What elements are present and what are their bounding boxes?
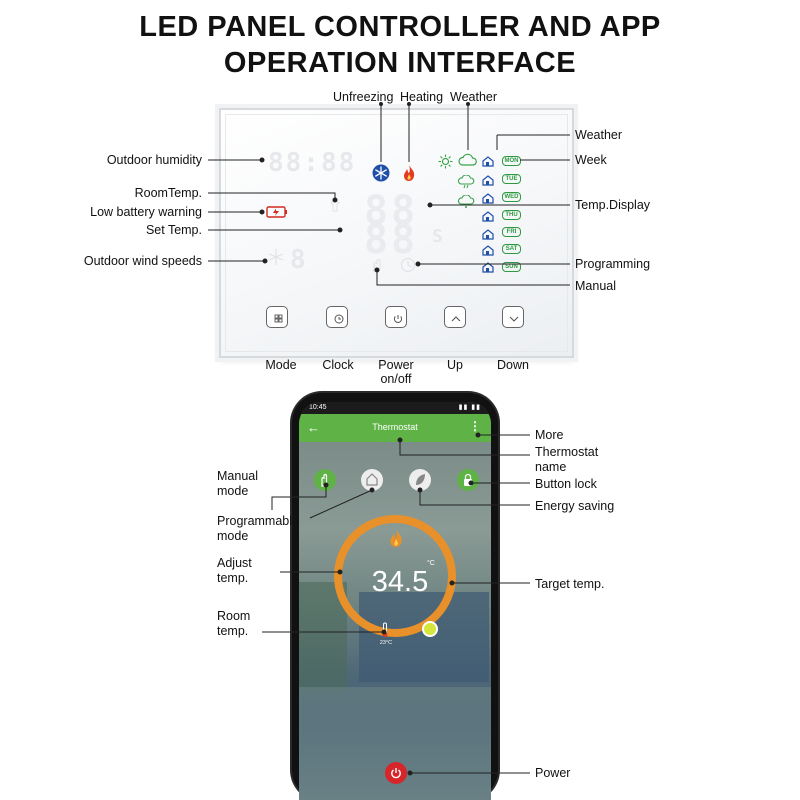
grid-icon (274, 314, 283, 323)
power-icon (393, 315, 403, 323)
programming-clock-icon (400, 257, 416, 273)
weekday-fri: FRI (502, 227, 521, 237)
hand-icon (321, 473, 328, 487)
unit-segment: S (432, 226, 443, 247)
flame-icon (404, 165, 415, 181)
label-room-temp: RoomTemp. (134, 186, 202, 200)
label-outdoor-wind: Outdoor wind speeds (83, 254, 202, 268)
program-house-icon (482, 211, 494, 222)
program-house-icon (482, 245, 494, 256)
weekday-tue: TUE (502, 174, 521, 184)
target-temp-value: 34.5 (371, 566, 429, 598)
program-house-icon (482, 193, 494, 204)
label-set-temp: Set Temp. (145, 223, 202, 237)
label-week: Week (575, 153, 607, 167)
thermometer-icon (382, 622, 388, 637)
weekday-sat: SAT (502, 244, 521, 254)
weekday-wed: WED (502, 192, 521, 202)
label-programming: Programming (575, 257, 651, 271)
label-heating: Heating (400, 90, 444, 104)
more-menu-icon[interactable]: ⋮ (469, 419, 481, 433)
label-adjust-temp: Adjust temp. (217, 556, 252, 585)
status-time: 10:45 (309, 404, 327, 411)
cloud-icon (458, 153, 477, 166)
label-more: More (535, 428, 564, 442)
label-thermostat-name: Thermostat name (535, 445, 599, 474)
label-power-onoff: Power on/off (378, 358, 414, 386)
label-manual-mode: Manual mode (217, 469, 258, 498)
label-button-lock: Button lock (535, 477, 597, 491)
label-mode: Mode (265, 358, 297, 372)
label-target-temp: Target temp. (535, 577, 605, 591)
page-title-line-2: OPERATION INTERFACE (223, 47, 577, 79)
mode-touch-button[interactable] (266, 306, 288, 328)
temperature-dial[interactable] (334, 515, 456, 637)
app-bar: ← Thermostat ⋮ (299, 414, 491, 442)
app-title[interactable]: Thermostat (372, 422, 418, 432)
label-down: Down (497, 358, 529, 372)
humidity-segment-display: 88:88 (268, 148, 357, 178)
manual-mode-button[interactable] (314, 469, 336, 491)
label-weather-right: Weather (575, 128, 623, 142)
program-house-icon (482, 156, 494, 167)
down-touch-button[interactable] (502, 306, 524, 328)
wind-segment-display: 8 (290, 245, 306, 275)
energy-saving-button[interactable] (409, 469, 431, 491)
program-house-icon (482, 229, 494, 240)
label-room-temp-app: Room temp. (217, 609, 251, 638)
clock-icon (334, 314, 344, 324)
manual-hand-icon (373, 258, 381, 273)
button-lock-button[interactable] (457, 469, 479, 491)
weekday-thu: THU (502, 210, 521, 220)
room-temp-segment-display: 88 (364, 188, 419, 234)
clock-touch-button[interactable] (326, 306, 348, 328)
snowflake-icon (372, 164, 390, 182)
wind-icon (268, 249, 284, 265)
app-power-button[interactable] (385, 762, 407, 784)
chevron-down-icon (509, 316, 519, 322)
label-temp-display: Temp.Display (575, 198, 651, 212)
program-house-icon (482, 175, 494, 186)
programmable-mode-button[interactable] (361, 469, 383, 491)
up-touch-button[interactable] (444, 306, 466, 328)
signal-icons: ▮▮ ▮▮ (458, 404, 481, 411)
program-house-icon (482, 262, 494, 273)
snow-cloud-icon (457, 195, 475, 208)
house-icon (366, 473, 378, 486)
room-temp-value: 23°C (379, 640, 393, 646)
label-programmable-mode: Programmable mode (217, 514, 299, 543)
weekday-mon: MON (502, 156, 521, 166)
heating-flame-icon (390, 529, 402, 547)
leaf-icon (416, 474, 425, 485)
label-power: Power (535, 766, 571, 780)
low-battery-icon (266, 206, 287, 218)
back-arrow-icon[interactable]: ← (307, 420, 320, 435)
lock-icon (464, 473, 472, 486)
label-weather-top: Weather (450, 90, 498, 104)
page-title-line-1: LED PANEL CONTROLLER AND APP (139, 11, 661, 43)
set-temp-segment-display: 88 (364, 217, 419, 263)
rain-cloud-icon (457, 175, 475, 189)
status-bar: 10:45 ▮▮ ▮▮ (299, 402, 491, 414)
chevron-up-icon (451, 316, 461, 322)
label-outdoor-humidity: Outdoor humidity (106, 153, 202, 167)
label-up: Up (447, 358, 463, 372)
room-temp-icon (330, 198, 340, 212)
weekday-sun: SUN (502, 262, 521, 272)
label-manual: Manual (575, 279, 616, 293)
temp-unit: °C (427, 560, 435, 567)
adjust-temp-knob[interactable] (422, 621, 438, 637)
power-icon (391, 768, 401, 779)
sun-icon (438, 154, 453, 169)
label-energy-saving: Energy saving (535, 499, 615, 513)
power-touch-button[interactable] (385, 306, 407, 328)
label-unfreezing: Unfreezing (333, 90, 394, 104)
label-low-battery: Low battery warning (90, 205, 202, 219)
label-clock: Clock (322, 358, 354, 372)
